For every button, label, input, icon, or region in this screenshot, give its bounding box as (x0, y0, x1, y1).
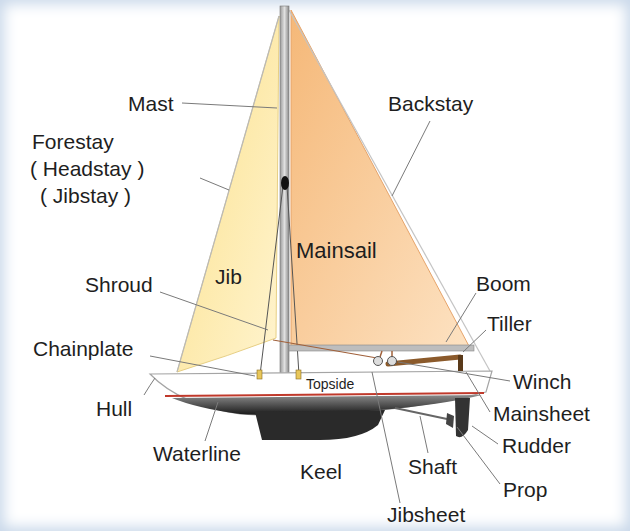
part-label: Topside (306, 376, 354, 392)
leader-line (182, 103, 277, 108)
keel (255, 410, 385, 440)
chainplate (257, 370, 262, 379)
leader-line (398, 362, 510, 381)
spreader (281, 176, 289, 190)
part-label: Forestay (32, 130, 114, 154)
part-label: Prop (503, 478, 547, 502)
part-label: ( Jibstay ) (40, 184, 131, 208)
leader-line (446, 293, 476, 342)
leader-line (472, 426, 498, 444)
leader-line (466, 372, 490, 412)
part-label: Mast (128, 92, 174, 116)
leader-line (392, 121, 430, 196)
jib-sail (177, 16, 279, 372)
leader-line (160, 292, 268, 330)
jibsheet-line (273, 340, 377, 358)
part-label: Hull (96, 397, 132, 421)
leader-line (144, 378, 155, 395)
part-label: Winch (513, 370, 571, 394)
backstay-line (289, 10, 490, 371)
leader-line (457, 427, 500, 484)
shroud-line (260, 186, 283, 375)
part-label: Tiller (487, 312, 532, 336)
leader-line (372, 372, 400, 503)
leader-lines (144, 103, 510, 503)
leader-line (420, 416, 428, 453)
part-label: Waterline (153, 442, 241, 466)
leader-line (463, 330, 486, 352)
part-label: Rudder (502, 434, 571, 458)
winch (388, 357, 397, 366)
part-label: Boom (476, 272, 531, 296)
winch (374, 357, 383, 366)
forestay-line (177, 16, 279, 372)
part-label: Mainsail (296, 238, 377, 263)
part-label: Keel (300, 460, 342, 484)
leader-line (150, 356, 255, 376)
part-label: ( Headstay ) (30, 157, 144, 181)
part-label: Backstay (388, 92, 473, 116)
leader-line (205, 402, 218, 441)
tiller-post (458, 355, 463, 371)
part-label: Jib (215, 265, 242, 289)
chainplate (296, 370, 301, 379)
part-label: Chainplate (33, 337, 133, 361)
shaft (395, 408, 447, 419)
leader-line (200, 178, 229, 190)
part-label: Jibsheet (387, 503, 465, 527)
waterline-stripe (165, 393, 484, 396)
part-label: Mainsheet (493, 402, 590, 426)
part-label: Shaft (408, 455, 457, 479)
mainsheet-line (380, 351, 382, 357)
propeller (446, 413, 454, 428)
tiller (388, 357, 460, 364)
part-label: Shroud (85, 273, 153, 297)
rudder (455, 398, 470, 437)
hull (150, 371, 492, 415)
